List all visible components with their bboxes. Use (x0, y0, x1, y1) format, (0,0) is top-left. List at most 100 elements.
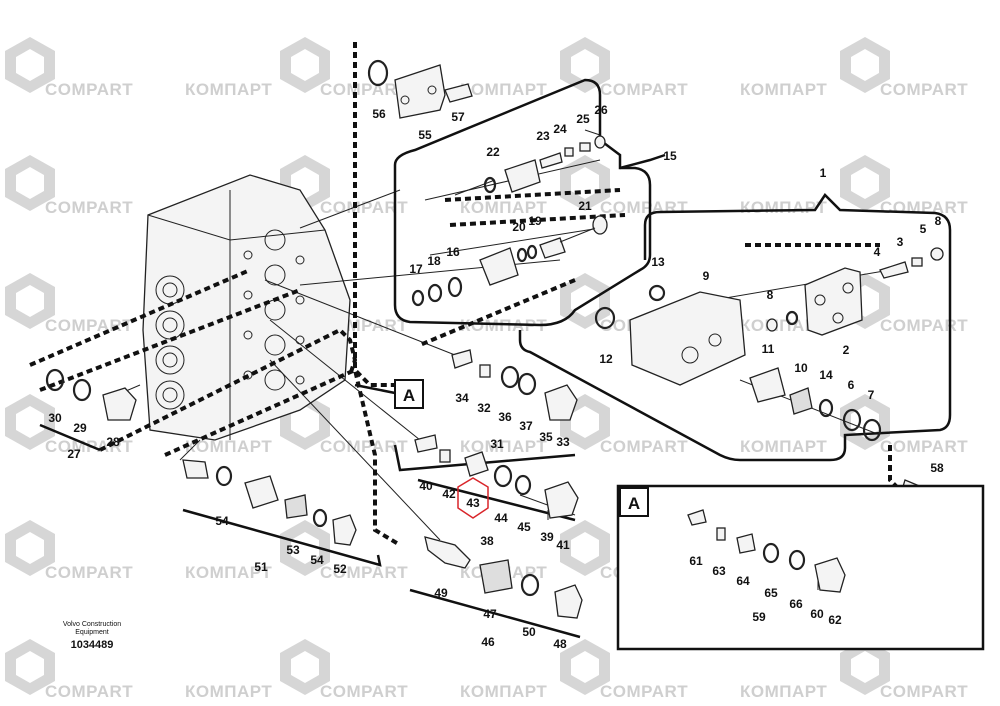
callout-19: 19 (528, 214, 542, 228)
highlight-hexagon (457, 477, 489, 519)
row-27-parts (45, 368, 137, 421)
callout-15: 15 (663, 149, 677, 163)
watermark-latin: COMPART (45, 80, 133, 99)
callout-7: 7 (868, 388, 875, 402)
watermark-cyrillic: КОМПАРТ (185, 682, 272, 701)
callout-49: 49 (434, 586, 448, 600)
callout-35: 35 (539, 430, 553, 444)
callout-32: 32 (477, 401, 491, 415)
callout-29: 29 (73, 421, 87, 435)
watermark-latin: COMPART (320, 563, 408, 582)
callout-41: 41 (556, 538, 570, 552)
callout-38: 38 (480, 534, 494, 548)
callout-34: 34 (455, 391, 469, 405)
watermark-latin: COMPART (600, 682, 688, 701)
callout-12: 12 (599, 352, 613, 366)
watermark-cyrillic: КОМПАРТ (185, 437, 272, 456)
callout-10: 10 (794, 361, 808, 375)
watermark-latin: COMPART (880, 198, 968, 217)
callout-9: 9 (703, 269, 710, 283)
callout-30: 30 (48, 411, 62, 425)
callout-58: 58 (930, 461, 944, 475)
document-number: 1034489 (71, 639, 114, 651)
callout-51: 51 (254, 560, 268, 574)
callout-27: 27 (67, 447, 81, 461)
row-38-parts (414, 434, 579, 520)
callout-43: 43 (466, 496, 480, 510)
callout-22: 22 (486, 145, 500, 159)
callout-20: 20 (512, 220, 526, 234)
watermark-cyrillic: КОМПАРТ (460, 80, 547, 99)
watermark-cyrillic: КОМПАРТ (740, 437, 827, 456)
watermark-latin: COMPART (880, 316, 968, 335)
callout-25: 25 (576, 112, 590, 126)
callout-54-right: 54 (310, 553, 324, 567)
callout-1: 1 (820, 166, 827, 180)
callout-53: 53 (286, 543, 300, 557)
callout-44: 44 (494, 511, 508, 525)
detail-a-marker-label: A (403, 386, 415, 405)
callout-14: 14 (819, 368, 833, 382)
watermark-latin: COMPART (45, 316, 133, 335)
callout-17: 17 (409, 262, 423, 276)
detail-a-marker (394, 379, 424, 409)
callout-52: 52 (333, 562, 347, 576)
callout-62: 62 (828, 613, 842, 627)
callout-56: 56 (372, 107, 386, 121)
publisher-line-2: Equipment (75, 629, 109, 636)
callout-60: 60 (810, 607, 824, 621)
row-46-parts (424, 536, 583, 619)
callout-57: 57 (451, 110, 465, 124)
publisher-line-1: Volvo Construction (63, 621, 121, 628)
callout-31: 31 (490, 437, 504, 451)
callout-66: 66 (789, 597, 803, 611)
watermark-cyrillic: КОМПАРТ (185, 80, 272, 99)
callout-36: 36 (498, 410, 512, 424)
callout-11: 11 (762, 342, 775, 356)
row-51-parts (182, 459, 357, 546)
callout-16: 16 (446, 245, 460, 259)
watermark-latin: COMPART (45, 682, 133, 701)
callout-3: 3 (897, 235, 904, 249)
callout-labels: 1 2 3 4 5 6 7 8 8 9 10 11 12 13 14 15 16… (48, 103, 944, 651)
callout-13: 13 (651, 255, 665, 269)
watermark-logo: КОМПАРТ COMPART (280, 37, 547, 99)
watermark-latin: COMPART (600, 80, 688, 99)
detail-a-box (616, 484, 985, 651)
callout-8-top: 8 (935, 214, 942, 228)
callout-59: 59 (752, 610, 766, 624)
callout-2: 2 (843, 343, 850, 357)
watermark-logo: КОМПАРТ COMPART (5, 639, 272, 701)
callout-39: 39 (540, 530, 554, 544)
callout-47: 47 (483, 607, 497, 621)
watermark-latin: COMPART (880, 682, 968, 701)
watermark-cyrillic: КОМПАРТ (740, 316, 827, 335)
watermark-cyrillic: КОМПАРТ (740, 682, 827, 701)
dashed-boundaries (29, 42, 902, 547)
callout-48: 48 (553, 637, 567, 651)
watermark-logo: КОМПАРТ COMPART (5, 37, 272, 99)
watermark-latin: COMPART (45, 198, 133, 217)
callout-45: 45 (517, 520, 531, 534)
callout-23: 23 (536, 129, 550, 143)
callout-4: 4 (874, 245, 881, 259)
watermark-cyrillic: КОМПАРТ (185, 563, 272, 582)
callout-64: 64 (736, 574, 750, 588)
callout-54-left: 54 (215, 514, 229, 528)
watermark-latin: COMPART (880, 80, 968, 99)
callout-5: 5 (920, 222, 927, 236)
watermark-latin: COMPART (320, 437, 408, 456)
callout-6: 6 (848, 378, 855, 392)
callout-46: 46 (481, 635, 495, 649)
watermark-latin: COMPART (320, 80, 408, 99)
